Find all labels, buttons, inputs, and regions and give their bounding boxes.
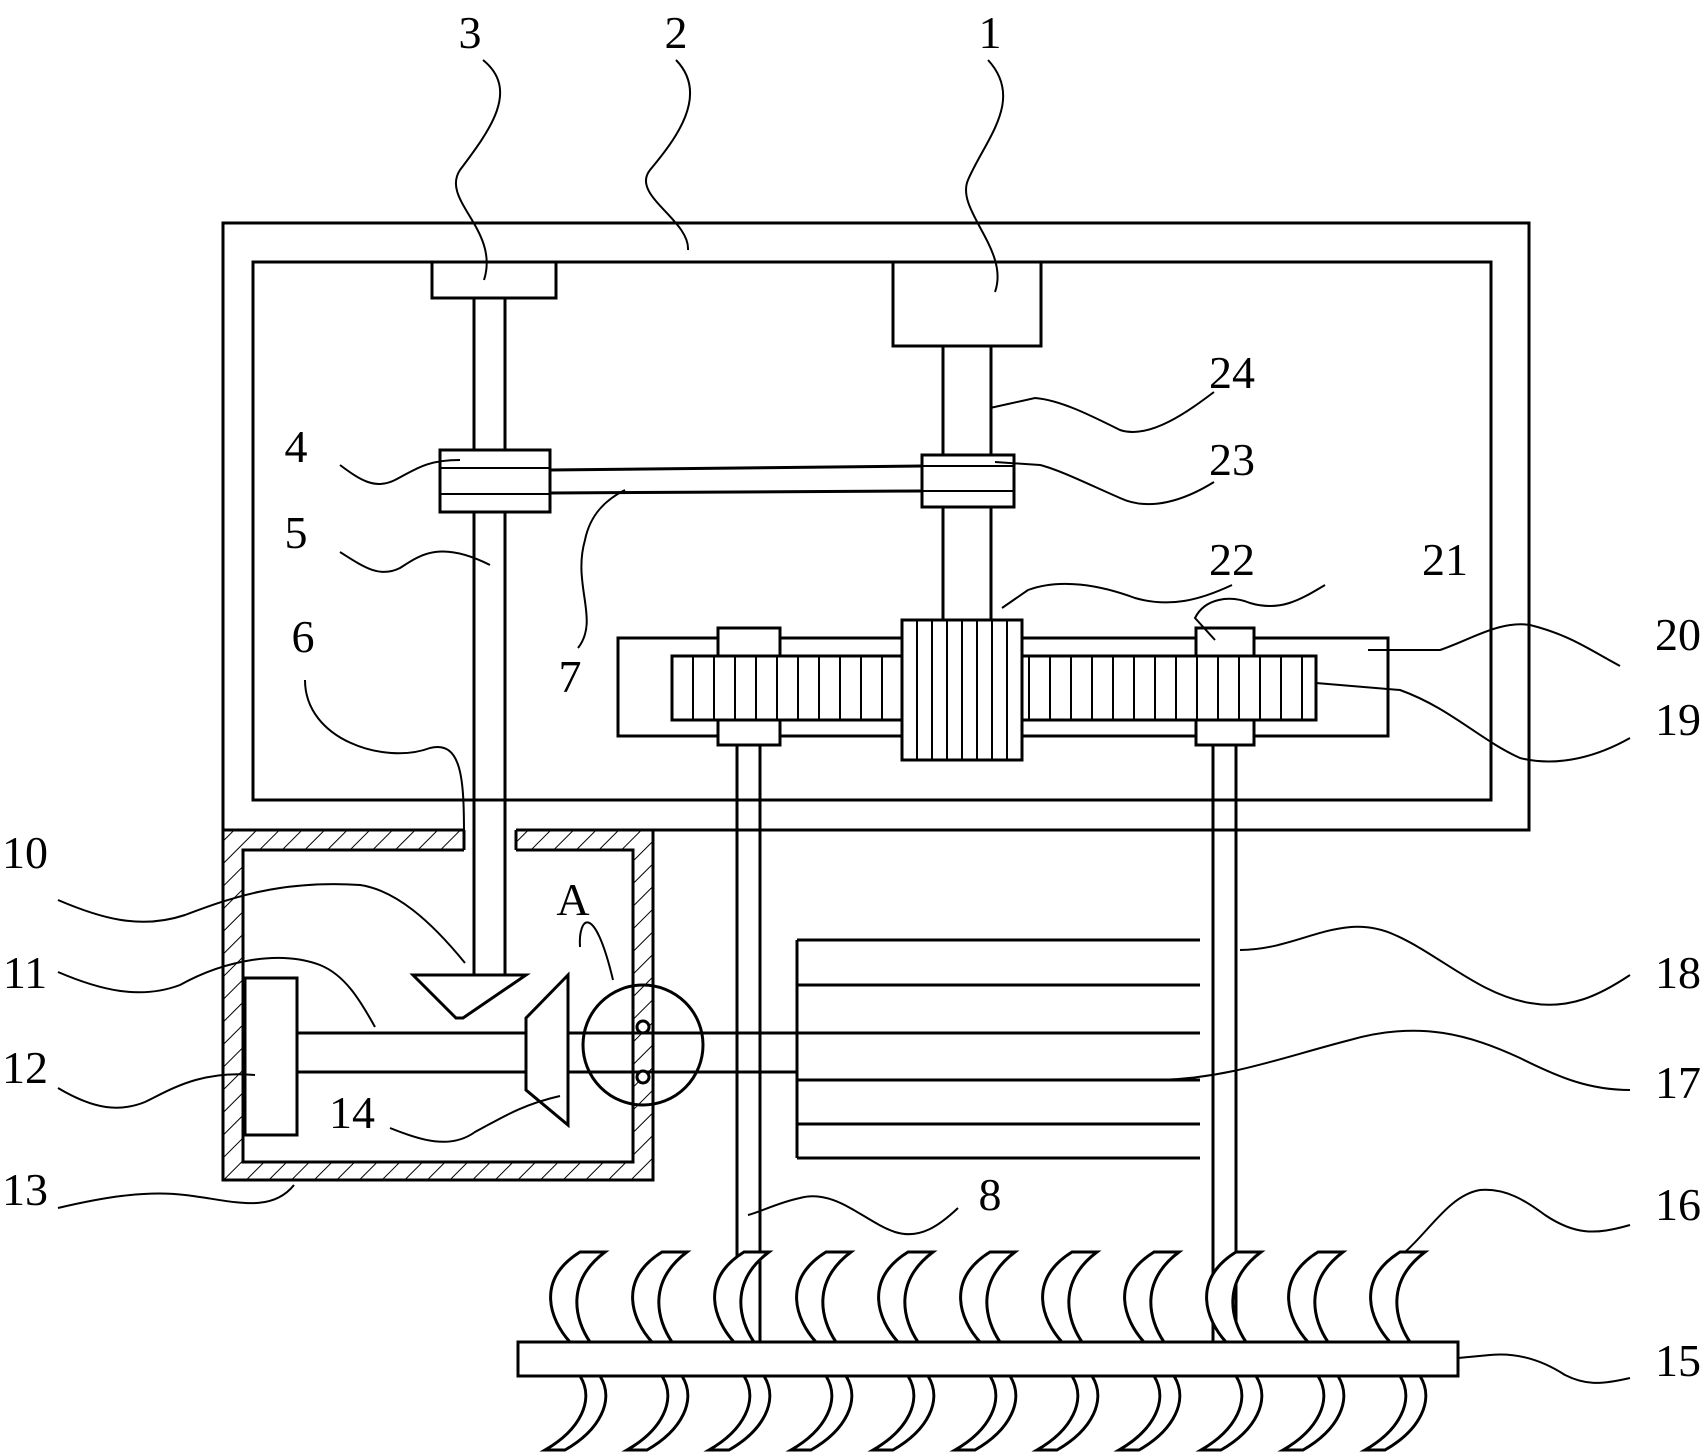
label-5: 5	[285, 507, 308, 558]
label-11: 11	[3, 947, 47, 998]
bevel-gear-14	[524, 971, 570, 1129]
label-19: 19	[1655, 694, 1700, 745]
label-4: 4	[285, 421, 308, 472]
label-6: 6	[292, 611, 315, 662]
shaft-5	[472, 298, 507, 975]
label-21: 21	[1422, 534, 1468, 585]
motor-3	[430, 260, 558, 300]
motor-12	[243, 976, 299, 1137]
label-10: 10	[2, 827, 48, 878]
label-15: 15	[1655, 1335, 1700, 1386]
frame-2	[221, 221, 1531, 832]
label-2: 2	[665, 7, 688, 58]
label-3: 3	[459, 7, 482, 58]
label-18: 18	[1655, 947, 1700, 998]
label-24: 24	[1209, 347, 1255, 398]
leader-lines	[57, 59, 1631, 1384]
rod-18	[735, 745, 1238, 1342]
label-7: 7	[559, 651, 582, 702]
label-20: 20	[1655, 609, 1700, 660]
screen-8	[795, 938, 1200, 1160]
label-16: 16	[1655, 1179, 1700, 1230]
motor-1	[891, 260, 1043, 348]
gear-22	[900, 618, 1024, 762]
part-labels: 3 2 1 24 23 22 21 20 19 4 5 6 7 10 11 12…	[2, 7, 1700, 1386]
label-13: 13	[2, 1164, 48, 1215]
label-23: 23	[1209, 434, 1255, 485]
label-14: 14	[329, 1087, 375, 1138]
label-8: 8	[979, 1169, 1002, 1220]
belt-7	[549, 464, 923, 495]
bearing-21	[716, 626, 1256, 747]
pulley-23	[920, 453, 1016, 509]
bearing-A	[581, 983, 705, 1107]
bevel-gear-10	[409, 973, 531, 1020]
plate-15	[516, 1340, 1460, 1378]
label-17: 17	[1655, 1057, 1700, 1108]
label-22: 22	[1209, 534, 1255, 585]
label-12: 12	[2, 1042, 48, 1093]
label-1: 1	[979, 7, 1002, 58]
label-A: A	[556, 874, 589, 925]
